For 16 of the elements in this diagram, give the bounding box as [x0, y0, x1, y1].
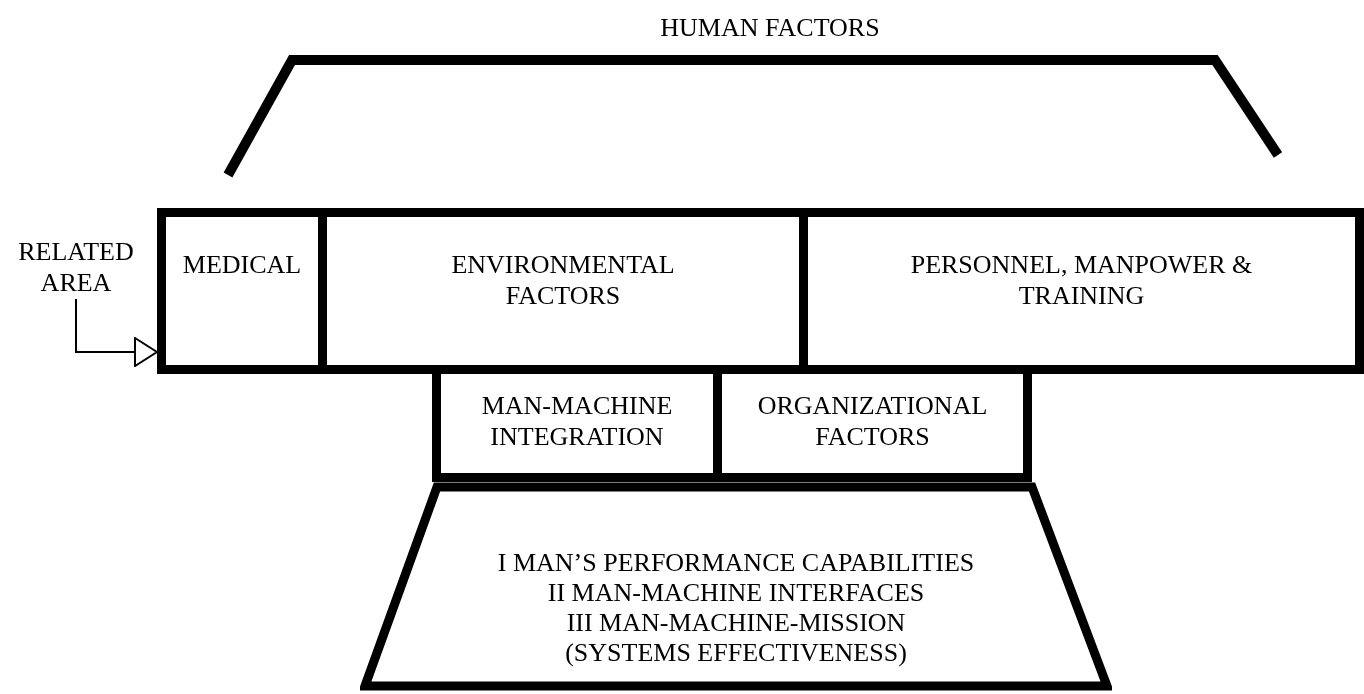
node-text: II MAN-MACHINE INTERFACES — [546, 578, 926, 608]
node-text: ORGANIZATIONAL FACTORS — [756, 390, 989, 452]
node-text: RELATED AREA — [17, 236, 135, 298]
factor-box — [327, 208, 808, 374]
arrow — [75, 298, 158, 367]
node-text: PERSONNEL, MANPOWER & TRAINING — [909, 249, 1254, 311]
node-text: (SYSTEMS EFFECTIVENESS) — [564, 638, 908, 668]
node-text: ENVIRONMENTAL FACTORS — [450, 249, 676, 311]
node-text: MAN-MACHINE INTEGRATION — [480, 390, 674, 452]
node-text: III MAN-MACHINE-MISSION — [565, 608, 907, 638]
node-text: I MAN’S PERFORMANCE CAPABILITIES — [496, 548, 976, 578]
factor-box — [157, 208, 327, 374]
trapezoid-box — [360, 482, 1112, 694]
node-text: MEDICAL — [181, 249, 303, 280]
heading: HUMAN FACTORS — [659, 12, 881, 43]
factor-box — [808, 208, 1364, 374]
